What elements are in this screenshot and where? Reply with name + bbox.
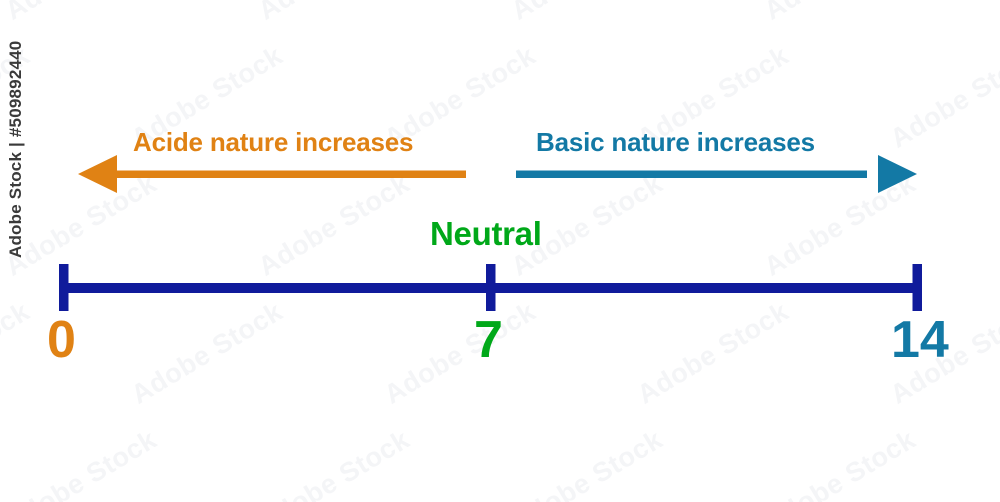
tick-label-0: 0 — [47, 311, 76, 369]
neutral-label: Neutral — [430, 215, 542, 252]
acid-nature-label: Acide nature increases — [133, 127, 414, 157]
basic-nature-label: Basic nature increases — [536, 127, 815, 157]
tick-mark-14 — [912, 264, 922, 311]
adobe-stock-credit: Adobe Stock | #509892440 — [6, 40, 25, 258]
tick-mark-7 — [486, 264, 496, 311]
tick-label-14: 14 — [891, 311, 949, 369]
tick-label-7: 7 — [474, 311, 503, 369]
tick-mark-0 — [59, 264, 69, 311]
